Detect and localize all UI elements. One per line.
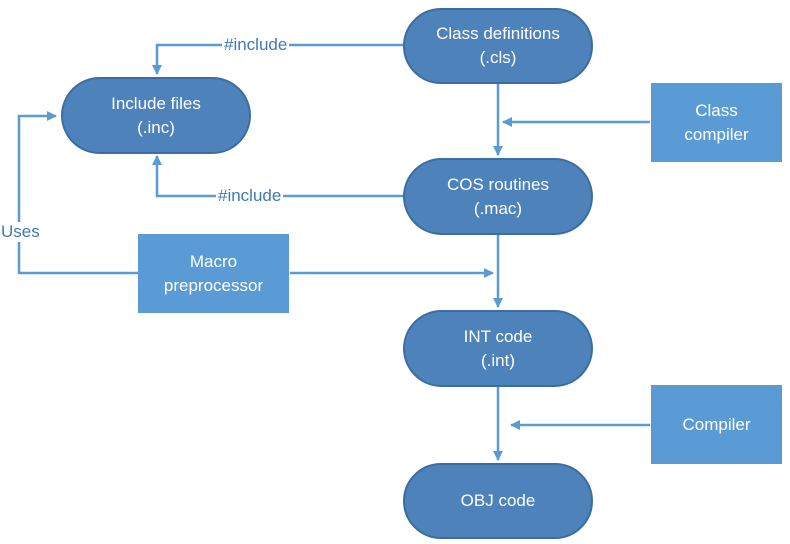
class-compiler-node: Class compiler <box>651 83 782 162</box>
macro-preprocessor-line2: preprocessor <box>163 275 264 295</box>
include-label-top: #include <box>222 35 290 55</box>
arrow-cls-to-include <box>152 43 405 75</box>
int-code-title: INT code <box>463 326 533 346</box>
include-files-title: Include files <box>111 93 201 113</box>
int-code-ext: (.int) <box>481 350 515 370</box>
include-label-bottom: #include <box>216 186 284 206</box>
class-compiler-line2: compiler <box>684 124 749 144</box>
include-files-node: Include files (.inc) <box>61 77 251 154</box>
class-definitions-ext: (.cls) <box>479 48 517 67</box>
class-compiler-line1: Class <box>695 100 738 120</box>
include-files-ext: (.inc) <box>137 117 175 137</box>
compiler-node: Compiler <box>651 385 782 464</box>
arrow-uses-to-include <box>17 111 138 275</box>
cos-routines-node: COS routines (.mac) <box>403 158 593 235</box>
arrow-mac-to-include <box>152 155 405 198</box>
macro-preprocessor-line1: Macro <box>189 251 238 271</box>
macro-preprocessor-node: Macro preprocessor <box>138 234 289 313</box>
class-definitions-title: Class definitions <box>436 24 560 43</box>
int-code-node: INT code (.int) <box>403 310 593 387</box>
uses-label: Uses <box>0 222 41 242</box>
compiler-title: Compiler <box>682 414 751 434</box>
cos-routines-title: COS routines <box>446 174 550 194</box>
cos-routines-ext: (.mac) <box>473 198 523 218</box>
class-definitions-node: Class definitions (.cls) <box>403 8 593 84</box>
obj-code-node: OBJ code <box>403 463 593 539</box>
obj-code-title: OBJ code <box>460 491 536 510</box>
